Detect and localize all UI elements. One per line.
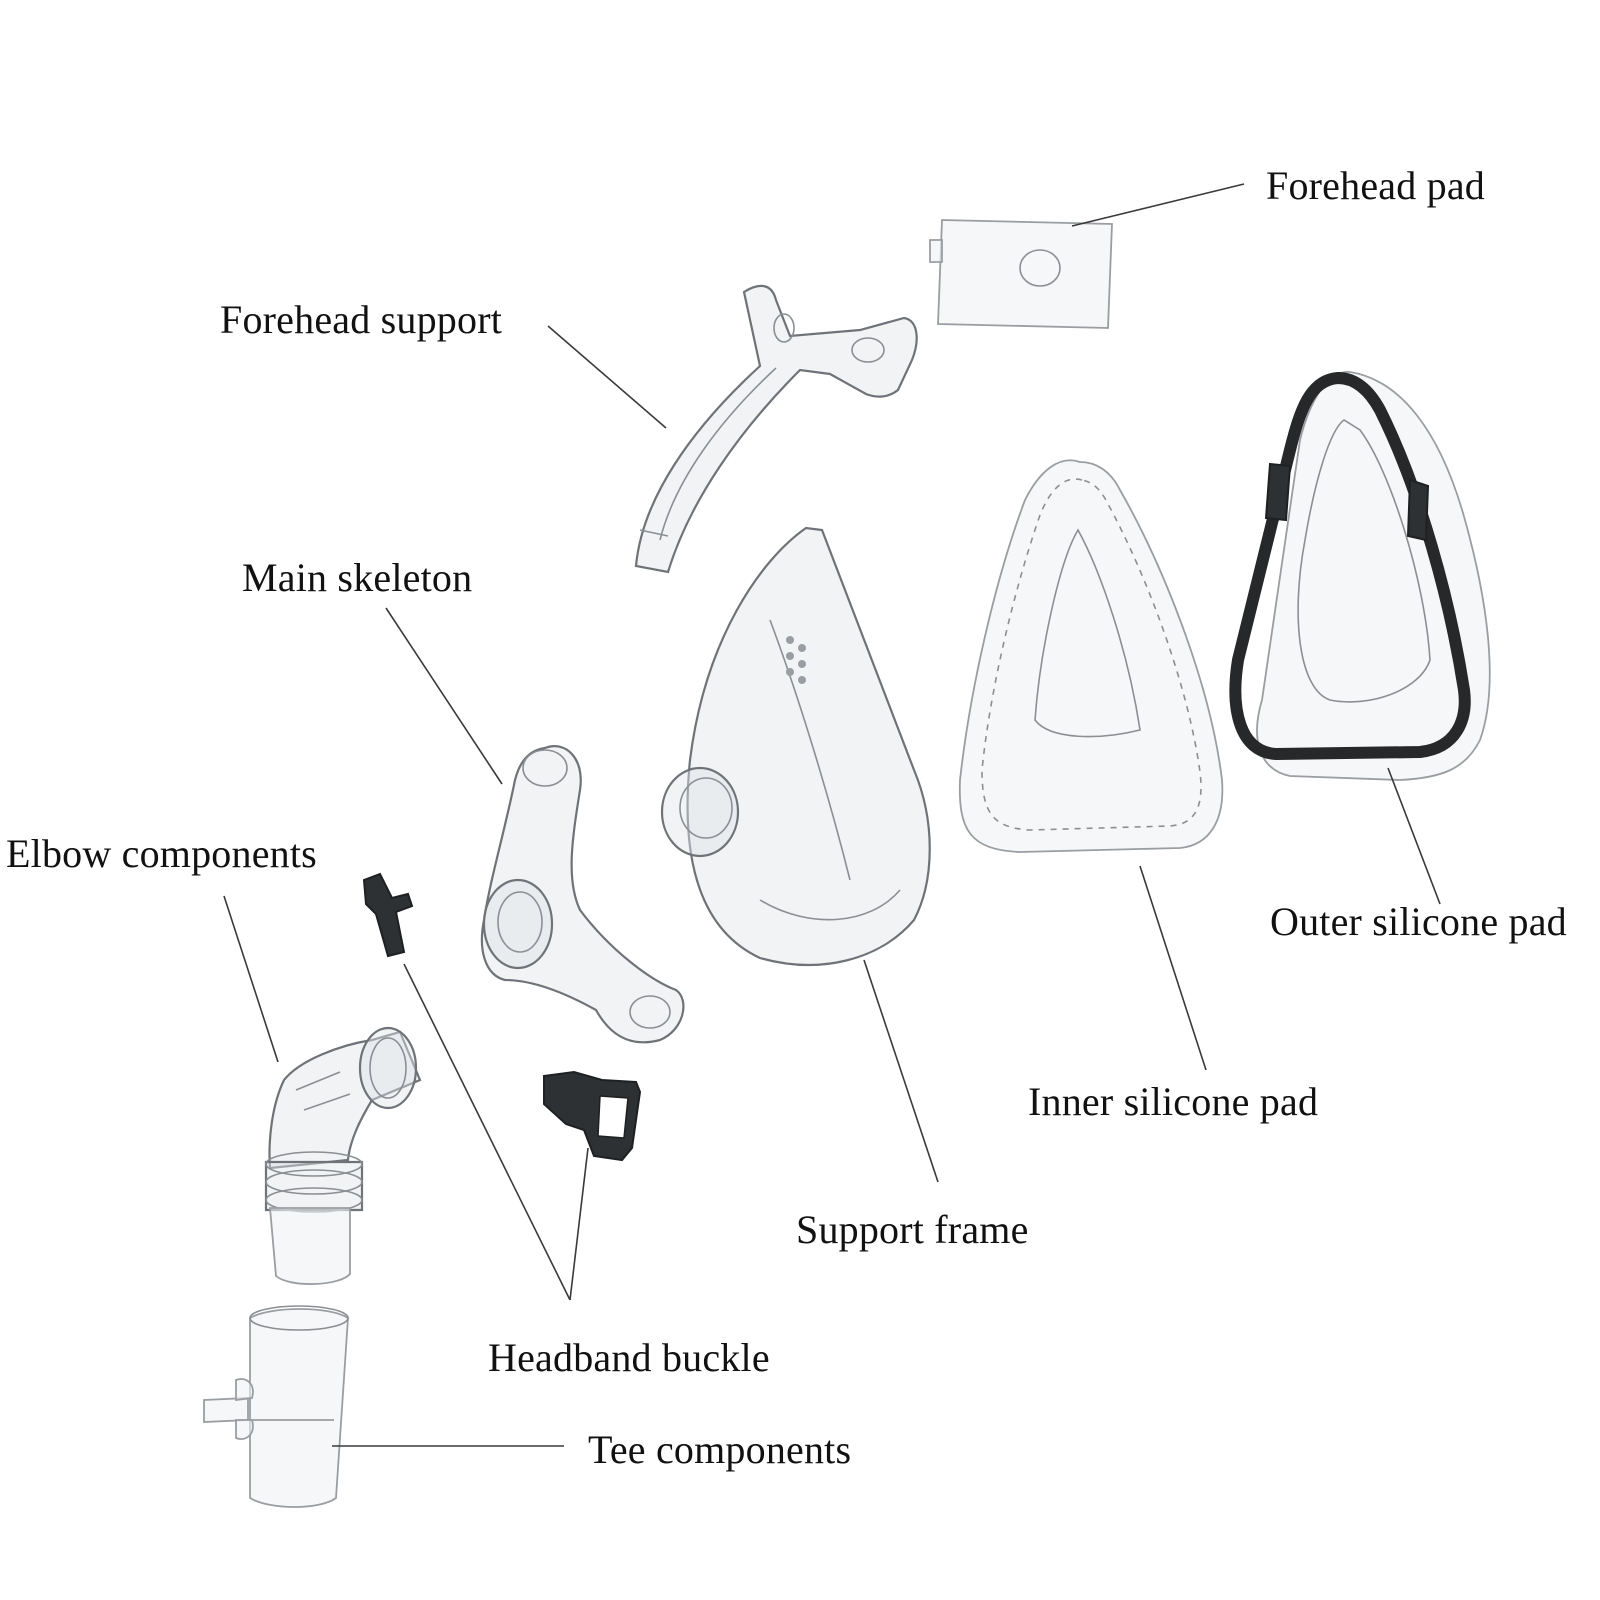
leader-inner-silicone-pad	[1139, 865, 1207, 1071]
label-forehead-pad: Forehead pad	[1266, 163, 1485, 208]
main-skeleton-part	[480, 745, 685, 1044]
label-elbow-components: Elbow components	[6, 831, 317, 876]
inner-silicone-pad-part	[958, 459, 1224, 853]
leader-forehead-support	[547, 325, 667, 429]
label-outer-silicone-pad: Outer silicone pad	[1270, 899, 1567, 944]
leader-elbow-components	[223, 895, 279, 1063]
tee-components-part	[203, 1305, 349, 1508]
leader-support-frame	[863, 959, 939, 1183]
label-forehead-support: Forehead support	[220, 297, 503, 342]
leader-lines	[223, 183, 1441, 1447]
headband-buckle-part	[362, 872, 642, 1162]
label-support-frame: Support frame	[796, 1207, 1029, 1252]
label-tee-components: Tee components	[588, 1427, 852, 1472]
leader-headband-buckle-b	[569, 1147, 589, 1301]
elbow-components-part	[264, 1026, 422, 1285]
label-headband-buckle: Headband buckle	[488, 1335, 770, 1380]
forehead-pad-part	[929, 219, 1113, 329]
leader-headband-buckle-a	[403, 963, 571, 1301]
leader-forehead-pad	[1071, 183, 1245, 227]
leader-outer-silicone-pad	[1387, 767, 1441, 905]
leader-main-skeleton	[385, 607, 503, 785]
label-inner-silicone-pad: Inner silicone pad	[1028, 1079, 1319, 1124]
forehead-support-part	[634, 284, 918, 574]
outer-silicone-pad-part	[1229, 371, 1491, 781]
support-frame-part	[660, 526, 931, 966]
label-main-skeleton: Main skeleton	[242, 555, 473, 600]
